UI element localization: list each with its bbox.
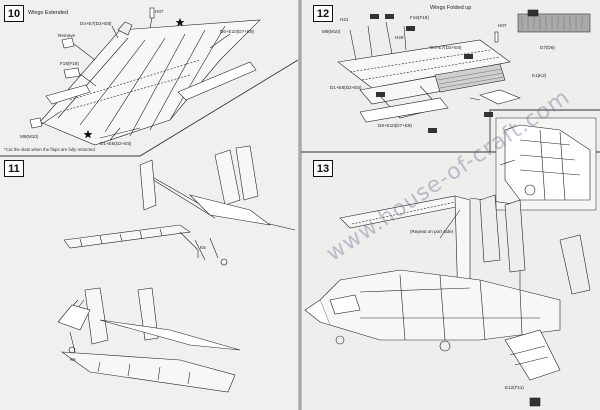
step12-title: Wings Folded up (430, 5, 472, 11)
step-number-10: 10 (4, 5, 24, 22)
label-remove: Remove (58, 33, 76, 38)
label-h07: H07 (498, 23, 507, 28)
star-icon (175, 18, 185, 27)
step-number-13: 13 (313, 160, 333, 177)
part-tag (376, 92, 385, 97)
label-k6: K6 (70, 357, 76, 362)
label-d4: D4+E7(D3+E8) (430, 45, 462, 50)
label-k1: K1(K2) (532, 73, 547, 78)
label-d1: D1+E6(D2+E5) (330, 85, 362, 90)
label-h29: H29 (395, 35, 404, 40)
part-tag (428, 128, 437, 133)
label-f18: F18(F19) (60, 61, 79, 66)
part-tag (385, 14, 394, 19)
label-d6: D6+E10(D7+E9) (220, 29, 254, 34)
label-d7: D7(D6) (540, 45, 555, 50)
label-d8: D8+E10(D7+E9) (378, 123, 412, 128)
step12-wing (337, 21, 521, 123)
label-f16: F16(F19) (410, 15, 429, 20)
step11-lower-aircraft (57, 287, 241, 393)
step-number-11: 11 (4, 160, 24, 177)
step10-footnote: *Cut the slats when the flaps are fully … (4, 147, 95, 152)
label-h21: H21 (340, 17, 349, 22)
part-tag (370, 14, 379, 19)
step10-wing (39, 19, 261, 146)
star-icon (83, 130, 93, 139)
label-h07: H07 (155, 9, 164, 14)
label-e12: E12(F11) (505, 385, 524, 390)
label-m9: M9(M10) (322, 29, 341, 34)
step-number-12: 12 (313, 5, 333, 22)
page-gutter (298, 0, 302, 410)
step10-divider (0, 59, 299, 157)
step13-aircraft (304, 194, 591, 407)
part-tag (464, 54, 473, 59)
part-tag (484, 112, 493, 117)
step11-upper-aircraft (63, 145, 296, 266)
label-m9: M9(M10) (20, 134, 39, 139)
part-tag (406, 26, 415, 31)
label-d1: D1+E6(D2+E5) (100, 141, 132, 146)
label-repeat: (Repeat on port side) (410, 229, 454, 234)
step10-title: Wings Extended (28, 10, 69, 16)
label-d4: D4+E7(D3+E8) (80, 21, 112, 26)
label-k5: K5 (200, 245, 206, 250)
